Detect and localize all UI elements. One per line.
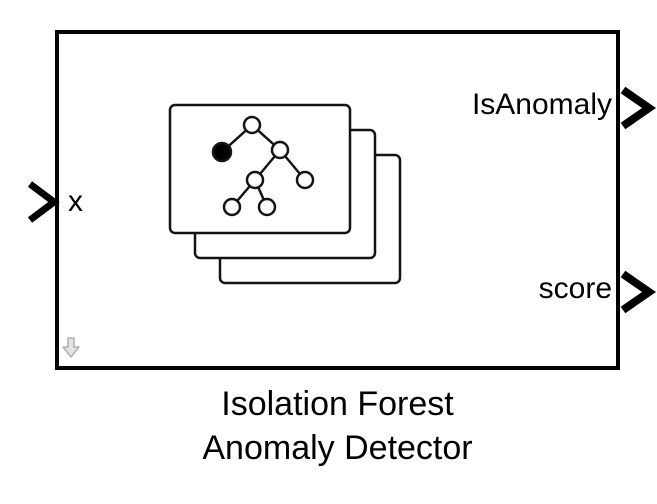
block-name[interactable]: Isolation Forest Anomaly Detector	[55, 382, 620, 470]
block-dropdown-arrow-icon[interactable]	[60, 336, 82, 360]
block-name-line2: Anomaly Detector	[202, 429, 473, 467]
stacked-frames-icon	[168, 103, 402, 285]
output-port-isanomaly-label: IsAnomaly	[471, 88, 612, 121]
isolation-forest-icon	[168, 103, 402, 285]
output-port-score-label: score	[538, 272, 612, 305]
output-port-isanomaly-icon[interactable]	[619, 86, 657, 130]
input-port-label: x	[68, 185, 83, 218]
input-port-icon[interactable]	[26, 180, 60, 224]
anomaly-node	[211, 141, 233, 163]
decision-tree-icon	[211, 115, 315, 217]
block-name-line1: Isolation Forest	[221, 385, 454, 423]
output-port-score-icon[interactable]	[619, 270, 657, 314]
